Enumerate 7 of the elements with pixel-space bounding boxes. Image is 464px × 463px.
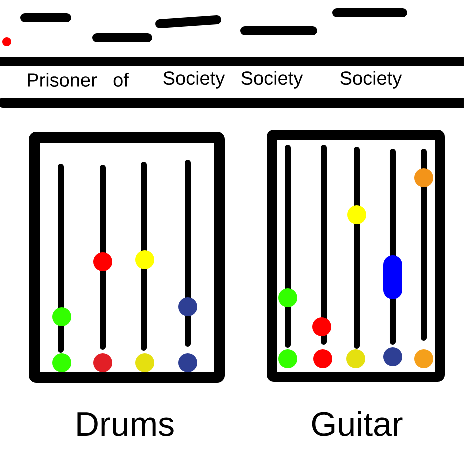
lyric-word: Society — [242, 71, 304, 89]
lyric-word: of — [114, 73, 129, 87]
lyric-word: Prisoner — [28, 73, 98, 87]
panel-heading: Drums — [78, 412, 174, 436]
panel-heading: Guitar — [312, 411, 403, 436]
lyric-word: Society — [164, 71, 226, 89]
lyric-word: Society — [340, 71, 402, 89]
